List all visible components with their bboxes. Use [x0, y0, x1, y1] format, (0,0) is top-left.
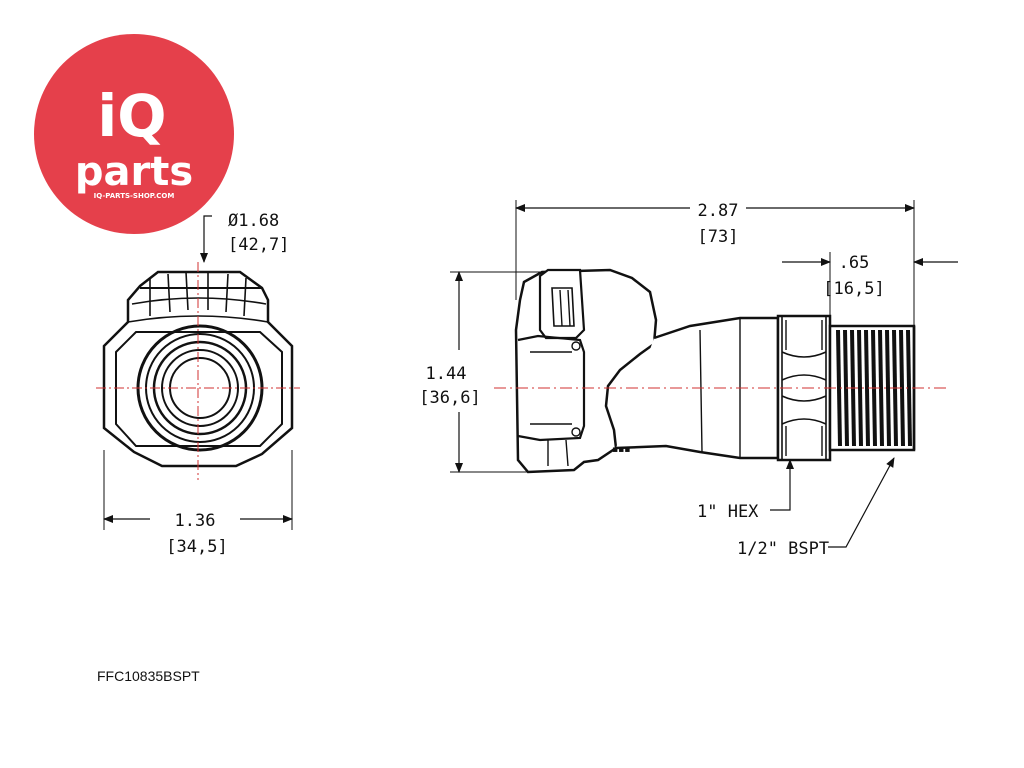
thread-line: [885, 329, 891, 447]
logo-brand-sub: parts: [75, 149, 193, 195]
side-thread-len-mm: [16,5]: [823, 279, 884, 299]
front-diameter-in: Ø1.68: [228, 211, 279, 231]
logo-brand-main: iQ: [97, 82, 166, 150]
front-width-in: 1.36: [175, 511, 216, 531]
front-diameter-mm: [42,7]: [228, 235, 289, 255]
side-thread-label: 1/2" BSPT: [737, 539, 829, 559]
thread-line: [857, 329, 863, 447]
side-height-mm: [36,6]: [419, 388, 480, 408]
iq-parts-logo: iQ parts IQ-PARTS-SHOP.COM: [34, 34, 234, 234]
side-hex-label: 1" HEX: [697, 502, 759, 522]
thread-line: [836, 329, 842, 447]
front-view: Ø1.68 [42,7] 1.36 [34,5]: [96, 211, 300, 557]
side-height-in: 1.44: [426, 364, 467, 384]
side-length-mm: [73]: [698, 227, 739, 247]
thread-line: [878, 329, 884, 447]
logo-brand-url: IQ-PARTS-SHOP.COM: [94, 192, 175, 200]
part-number: FFC10835BSPT: [97, 668, 200, 684]
thread-line: [864, 329, 870, 447]
side-view: ▪▪▪ 2.87 [73] .65 [16,5] 1.44 [36,6]: [419, 200, 958, 559]
thread-line: [906, 329, 912, 447]
svg-text:▪▪▪: ▪▪▪: [612, 445, 630, 455]
front-width-mm: [34,5]: [166, 537, 227, 557]
side-thread-len-in: .65: [839, 253, 870, 273]
side-length-in: 2.87: [698, 201, 739, 221]
